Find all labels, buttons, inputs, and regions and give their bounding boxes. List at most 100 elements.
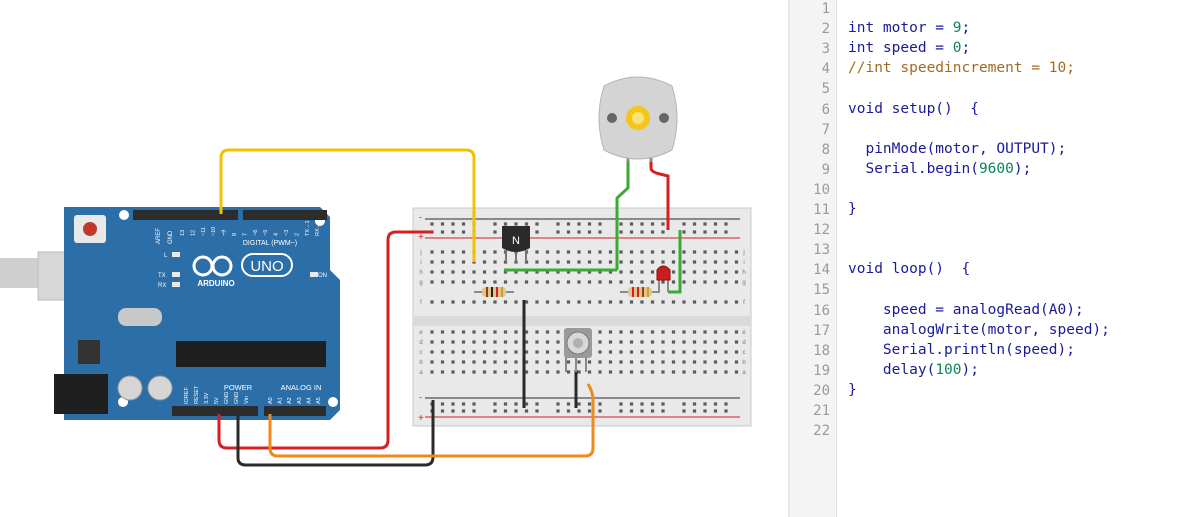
rail-hole[interactable] bbox=[461, 222, 466, 226]
breadboard-hole[interactable] bbox=[629, 260, 634, 264]
breadboard-hole[interactable] bbox=[661, 300, 665, 304]
breadboard-hole[interactable] bbox=[493, 250, 497, 254]
breadboard-hole[interactable] bbox=[503, 300, 508, 304]
breadboard-hole[interactable] bbox=[692, 260, 697, 264]
breadboard-hole[interactable] bbox=[577, 360, 581, 364]
rail-hole[interactable] bbox=[503, 409, 508, 413]
breadboard-hole[interactable] bbox=[493, 280, 497, 284]
breadboard-hole[interactable] bbox=[577, 370, 581, 374]
breadboard-hole[interactable] bbox=[461, 250, 466, 254]
breadboard-hole[interactable] bbox=[734, 360, 739, 364]
breadboard-hole[interactable] bbox=[514, 330, 518, 334]
breadboard-hole[interactable] bbox=[671, 270, 676, 274]
rail-hole[interactable] bbox=[703, 402, 707, 406]
breadboard-hole[interactable] bbox=[430, 270, 434, 274]
rail-hole[interactable] bbox=[440, 230, 445, 234]
breadboard-hole[interactable] bbox=[608, 350, 613, 354]
breadboard-hole[interactable] bbox=[461, 370, 466, 374]
breadboard-hole[interactable] bbox=[430, 300, 434, 304]
breadboard-hole[interactable] bbox=[640, 270, 644, 274]
rail-hole[interactable] bbox=[524, 402, 529, 406]
breadboard-hole[interactable] bbox=[692, 340, 697, 344]
breadboard-hole[interactable] bbox=[461, 340, 466, 344]
breadboard-hole[interactable] bbox=[650, 270, 655, 274]
breadboard-hole[interactable] bbox=[503, 330, 508, 334]
rail-hole[interactable] bbox=[556, 402, 560, 406]
rail-hole[interactable] bbox=[640, 222, 644, 226]
code-line[interactable]: void loop() { bbox=[848, 261, 970, 277]
breadboard-hole[interactable] bbox=[608, 250, 613, 254]
breadboard-hole[interactable] bbox=[703, 370, 707, 374]
rail-hole[interactable] bbox=[587, 402, 592, 406]
breadboard-hole[interactable] bbox=[535, 360, 539, 364]
breadboard-hole[interactable] bbox=[472, 300, 476, 304]
breadboard-hole[interactable] bbox=[545, 280, 550, 284]
breadboard-hole[interactable] bbox=[713, 300, 718, 304]
breadboard-hole[interactable] bbox=[724, 350, 728, 354]
rail-hole[interactable] bbox=[650, 230, 655, 234]
breadboard-hole[interactable] bbox=[608, 270, 613, 274]
reset-button[interactable] bbox=[83, 222, 97, 236]
code-line[interactable]: } bbox=[848, 201, 857, 217]
breadboard-hole[interactable] bbox=[524, 270, 529, 274]
rail-hole[interactable] bbox=[724, 222, 728, 226]
breadboard-hole[interactable] bbox=[724, 330, 728, 334]
breadboard-hole[interactable] bbox=[493, 350, 497, 354]
rail-hole[interactable] bbox=[440, 402, 445, 406]
breadboard-hole[interactable] bbox=[556, 330, 560, 334]
breadboard-hole[interactable] bbox=[451, 340, 455, 344]
breadboard-hole[interactable] bbox=[556, 300, 560, 304]
breadboard-hole[interactable] bbox=[640, 370, 644, 374]
breadboard-hole[interactable] bbox=[692, 370, 697, 374]
circuit-canvas[interactable]: UNO ARDUINO DIGITAL (PWM~) POWER ANALOG … bbox=[0, 0, 788, 517]
rail-hole[interactable] bbox=[640, 230, 644, 234]
rail-hole[interactable] bbox=[493, 402, 497, 406]
rail-hole[interactable] bbox=[524, 222, 529, 226]
rail-hole[interactable] bbox=[682, 222, 686, 226]
rail-hole[interactable] bbox=[493, 409, 497, 413]
breadboard-hole[interactable] bbox=[566, 360, 571, 364]
red-led[interactable] bbox=[656, 265, 671, 292]
rail-hole[interactable] bbox=[566, 402, 571, 406]
breadboard-hole[interactable] bbox=[724, 250, 728, 254]
breadboard-hole[interactable] bbox=[650, 370, 655, 374]
potentiometer[interactable] bbox=[564, 328, 592, 372]
breadboard-hole[interactable] bbox=[482, 300, 487, 304]
breadboard-hole[interactable] bbox=[472, 280, 476, 284]
breadboard-hole[interactable] bbox=[671, 370, 676, 374]
rail-hole[interactable] bbox=[598, 409, 602, 413]
rail-hole[interactable] bbox=[440, 409, 445, 413]
rail-hole[interactable] bbox=[587, 409, 592, 413]
rail-hole[interactable] bbox=[640, 409, 644, 413]
rail-hole[interactable] bbox=[535, 402, 539, 406]
rail-hole[interactable] bbox=[703, 222, 707, 226]
breadboard-hole[interactable] bbox=[482, 330, 487, 334]
rail-hole[interactable] bbox=[724, 402, 728, 406]
breadboard-hole[interactable] bbox=[629, 280, 634, 284]
breadboard-hole[interactable] bbox=[671, 300, 676, 304]
rail-hole[interactable] bbox=[577, 402, 581, 406]
breadboard-hole[interactable] bbox=[682, 350, 686, 354]
breadboard-hole[interactable] bbox=[724, 260, 728, 264]
breadboard-hole[interactable] bbox=[472, 370, 476, 374]
breadboard-hole[interactable] bbox=[713, 250, 718, 254]
rail-hole[interactable] bbox=[514, 402, 518, 406]
breadboard-hole[interactable] bbox=[703, 260, 707, 264]
breadboard-hole[interactable] bbox=[619, 340, 623, 344]
breadboard-hole[interactable] bbox=[671, 350, 676, 354]
breadboard-hole[interactable] bbox=[724, 370, 728, 374]
breadboard-hole[interactable] bbox=[629, 250, 634, 254]
breadboard-hole[interactable] bbox=[535, 300, 539, 304]
breadboard-hole[interactable] bbox=[514, 350, 518, 354]
breadboard-hole[interactable] bbox=[556, 360, 560, 364]
rail-hole[interactable] bbox=[535, 409, 539, 413]
breadboard-hole[interactable] bbox=[640, 330, 644, 334]
breadboard-hole[interactable] bbox=[472, 270, 476, 274]
breadboard-hole[interactable] bbox=[619, 250, 623, 254]
breadboard-hole[interactable] bbox=[524, 330, 529, 334]
breadboard-hole[interactable] bbox=[713, 330, 718, 334]
breadboard-hole[interactable] bbox=[545, 300, 550, 304]
breadboard-hole[interactable] bbox=[629, 330, 634, 334]
rail-hole[interactable] bbox=[598, 402, 602, 406]
